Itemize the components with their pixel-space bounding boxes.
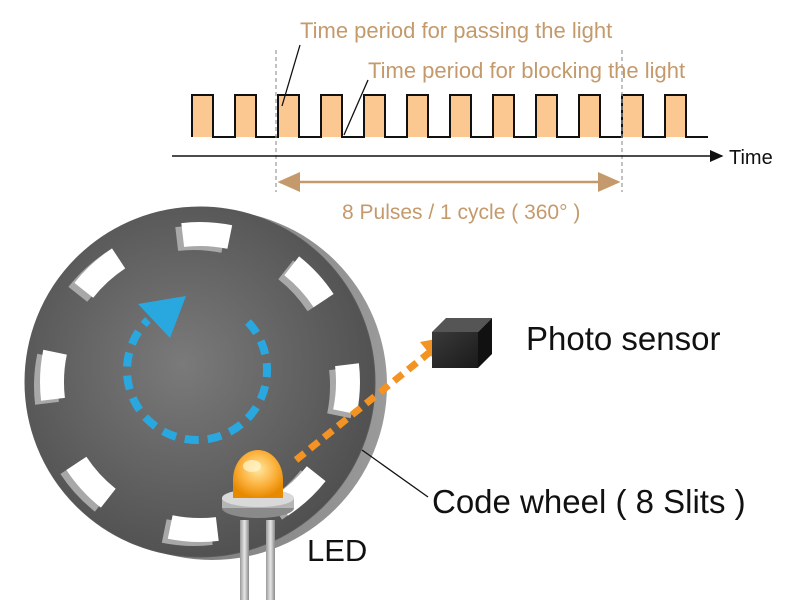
pulse-high-11 (622, 95, 643, 137)
slit-7 (40, 349, 67, 401)
led-leg-right (266, 520, 275, 600)
slit-3 (333, 363, 360, 415)
slit-2 (284, 256, 334, 308)
pulse-high-8 (493, 95, 514, 137)
photo-sensor (432, 318, 492, 368)
pulse-high-2 (235, 95, 256, 137)
pulse-high-5 (364, 95, 385, 137)
slit-1 (181, 222, 233, 249)
blocking-period-label: Time period for blocking the light (368, 58, 685, 83)
pulse-high-9 (536, 95, 557, 137)
led (222, 450, 294, 600)
passing-pointer-line (281, 44, 301, 107)
code-wheel-pointer-line (361, 449, 429, 498)
pulse-train (192, 95, 686, 137)
pulses-per-cycle-label: 8 Pulses / 1 cycle ( 360° ) (342, 201, 580, 224)
led-label: LED (307, 533, 367, 568)
pulse-high-4 (321, 95, 342, 137)
pulse-high-12 (665, 95, 686, 137)
circular-arrow-icon (123, 296, 271, 444)
pulse-high-10 (579, 95, 600, 137)
led-leg-left (240, 520, 249, 600)
pulse-high-3 (278, 95, 299, 137)
slit-8 (74, 248, 126, 298)
pulse-high-1 (192, 95, 213, 137)
photo-sensor-label: Photo sensor (526, 320, 720, 357)
time-axis-label: Time (729, 147, 773, 169)
pulse-high-7 (450, 95, 471, 137)
pulse-high-6 (407, 95, 428, 137)
blocking-pointer-line (343, 79, 369, 136)
code-wheel-label: Code wheel ( 8 Slits ) (432, 483, 746, 520)
code-wheel (24, 206, 387, 560)
slit-6 (66, 456, 116, 508)
passing-period-label: Time period for passing the light (300, 18, 612, 43)
code-wheel-face (24, 206, 376, 558)
slit-5 (167, 515, 219, 542)
